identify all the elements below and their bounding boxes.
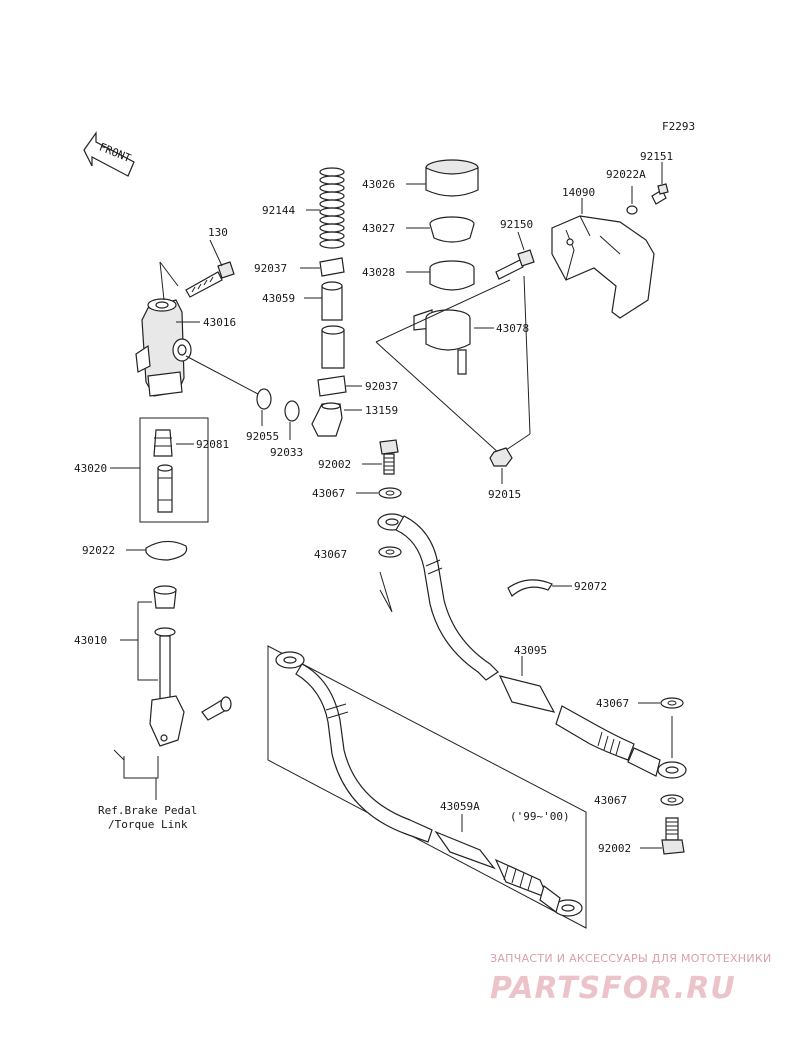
washer-43067-c (660, 697, 684, 709)
label-92037-upper: 92037 (254, 262, 287, 275)
diaphragm-43028 (429, 260, 475, 291)
o-ring-92055 (256, 388, 272, 410)
piston-part (157, 464, 173, 513)
washer-43067-d (660, 794, 684, 806)
washer-43067-b (378, 546, 402, 558)
bolt-92150 (495, 249, 535, 280)
label-43026: 43026 (362, 178, 395, 191)
label-43028: 43028 (362, 266, 395, 279)
label-92144: 92144 (262, 204, 295, 217)
watermark-tagline: ЗАПЧАСТИ И АКСЕССУАРЫ ДЛЯ МОТОТЕХНИКИ (490, 952, 772, 965)
label-43020: 43020 (74, 462, 107, 475)
label-43059: 43059 (262, 292, 295, 305)
banjo-bolt-92002-lower (661, 817, 685, 855)
brake-hose-43059A (275, 651, 583, 917)
label-92081: 92081 (196, 438, 229, 451)
label-92002-upper: 92002 (318, 458, 351, 471)
clip-92037-upper (319, 257, 345, 277)
push-rod-43010 (149, 585, 232, 747)
nut-92015 (489, 447, 513, 467)
clip-92037-lower (317, 375, 347, 397)
label-130: 130 (208, 226, 228, 239)
screw-92151 (651, 183, 669, 205)
hose-43059 (321, 281, 345, 369)
circlip-92022 (145, 540, 188, 561)
label-92072: 92072 (574, 580, 607, 593)
plate-43027 (429, 216, 475, 243)
label-92150: 92150 (500, 218, 533, 231)
label-92037-lower: 92037 (365, 380, 398, 393)
watermark-brand: PARTSFOR.RU (490, 971, 736, 1006)
cup-92081 (153, 429, 173, 457)
banjo-bolt-92002-upper (379, 439, 399, 475)
bolt-130 (185, 261, 235, 298)
figure-code: F2293 (662, 120, 695, 133)
label-43095: 43095 (514, 644, 547, 657)
circlip-92033 (284, 400, 300, 422)
front-arrow-icon: FRONT (83, 131, 135, 177)
piston-set-box (139, 417, 209, 523)
elbow-13159 (311, 402, 343, 437)
clamp-92072 (507, 579, 553, 597)
reservoir-43078 (413, 309, 471, 375)
label-43010: 43010 (74, 634, 107, 647)
master-cylinder-body (135, 298, 192, 397)
washer-43067-a (378, 487, 402, 499)
label-13159: 13159 (365, 404, 398, 417)
label-43059A: 43059A (440, 800, 480, 813)
year-note: ('99~'00) (510, 810, 570, 823)
label-92151: 92151 (640, 150, 673, 163)
label-92022: 92022 (82, 544, 115, 557)
label-92033: 92033 (270, 446, 303, 459)
label-92022A: 92022A (606, 168, 646, 181)
label-92015: 92015 (488, 488, 521, 501)
label-43016: 43016 (203, 316, 236, 329)
label-14090: 14090 (562, 186, 595, 199)
ref-note-line2: /Torque Link (108, 818, 188, 831)
cover-14090 (551, 215, 655, 319)
label-43067-a: 43067 (312, 487, 345, 500)
variant-box (267, 645, 587, 929)
label-43078: 43078 (496, 322, 529, 335)
label-92002-lower: 92002 (598, 842, 631, 855)
ref-note-line1: Ref.Brake Pedal (98, 804, 197, 817)
label-43027: 43027 (362, 222, 395, 235)
label-43067-d: 43067 (594, 794, 627, 807)
label-43067-b: 43067 (314, 548, 347, 561)
cap-43026 (425, 159, 479, 197)
washer-92022A (626, 205, 638, 215)
spring-92144 (319, 167, 345, 249)
label-43067-c: 43067 (596, 697, 629, 710)
brake-hose-43095 (377, 513, 687, 779)
label-92055: 92055 (246, 430, 279, 443)
